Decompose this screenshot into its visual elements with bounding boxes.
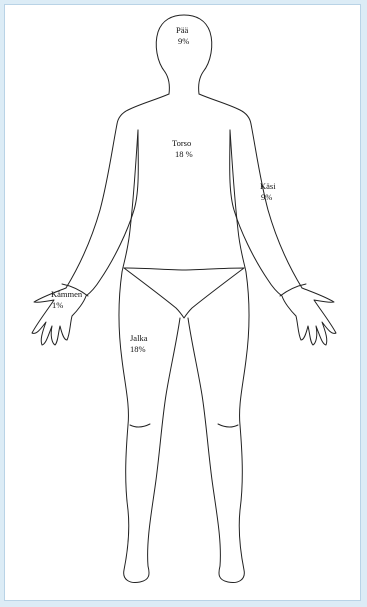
arm-percent: 9% [261,192,272,202]
leg-percent: 18% [130,344,146,354]
right-leg-outline [188,272,249,583]
torso-percent: 18 % [175,149,193,159]
left-leg-outline [119,272,180,583]
pelvis-outline [124,268,244,318]
head-percent: 9% [178,36,189,46]
torso-outline [117,94,251,124]
neck-left [165,72,169,94]
knee-lines [130,424,238,427]
palm-label: Kämmen [51,289,83,299]
head-label: Pää [176,25,189,35]
torso-label: Torso [172,138,191,148]
arm-label: Käsi [260,181,276,191]
leg-label: Jalka [130,333,148,343]
wrist-lines [62,284,306,296]
right-hand-outline [282,288,336,345]
palm-percent: 1% [52,300,63,310]
